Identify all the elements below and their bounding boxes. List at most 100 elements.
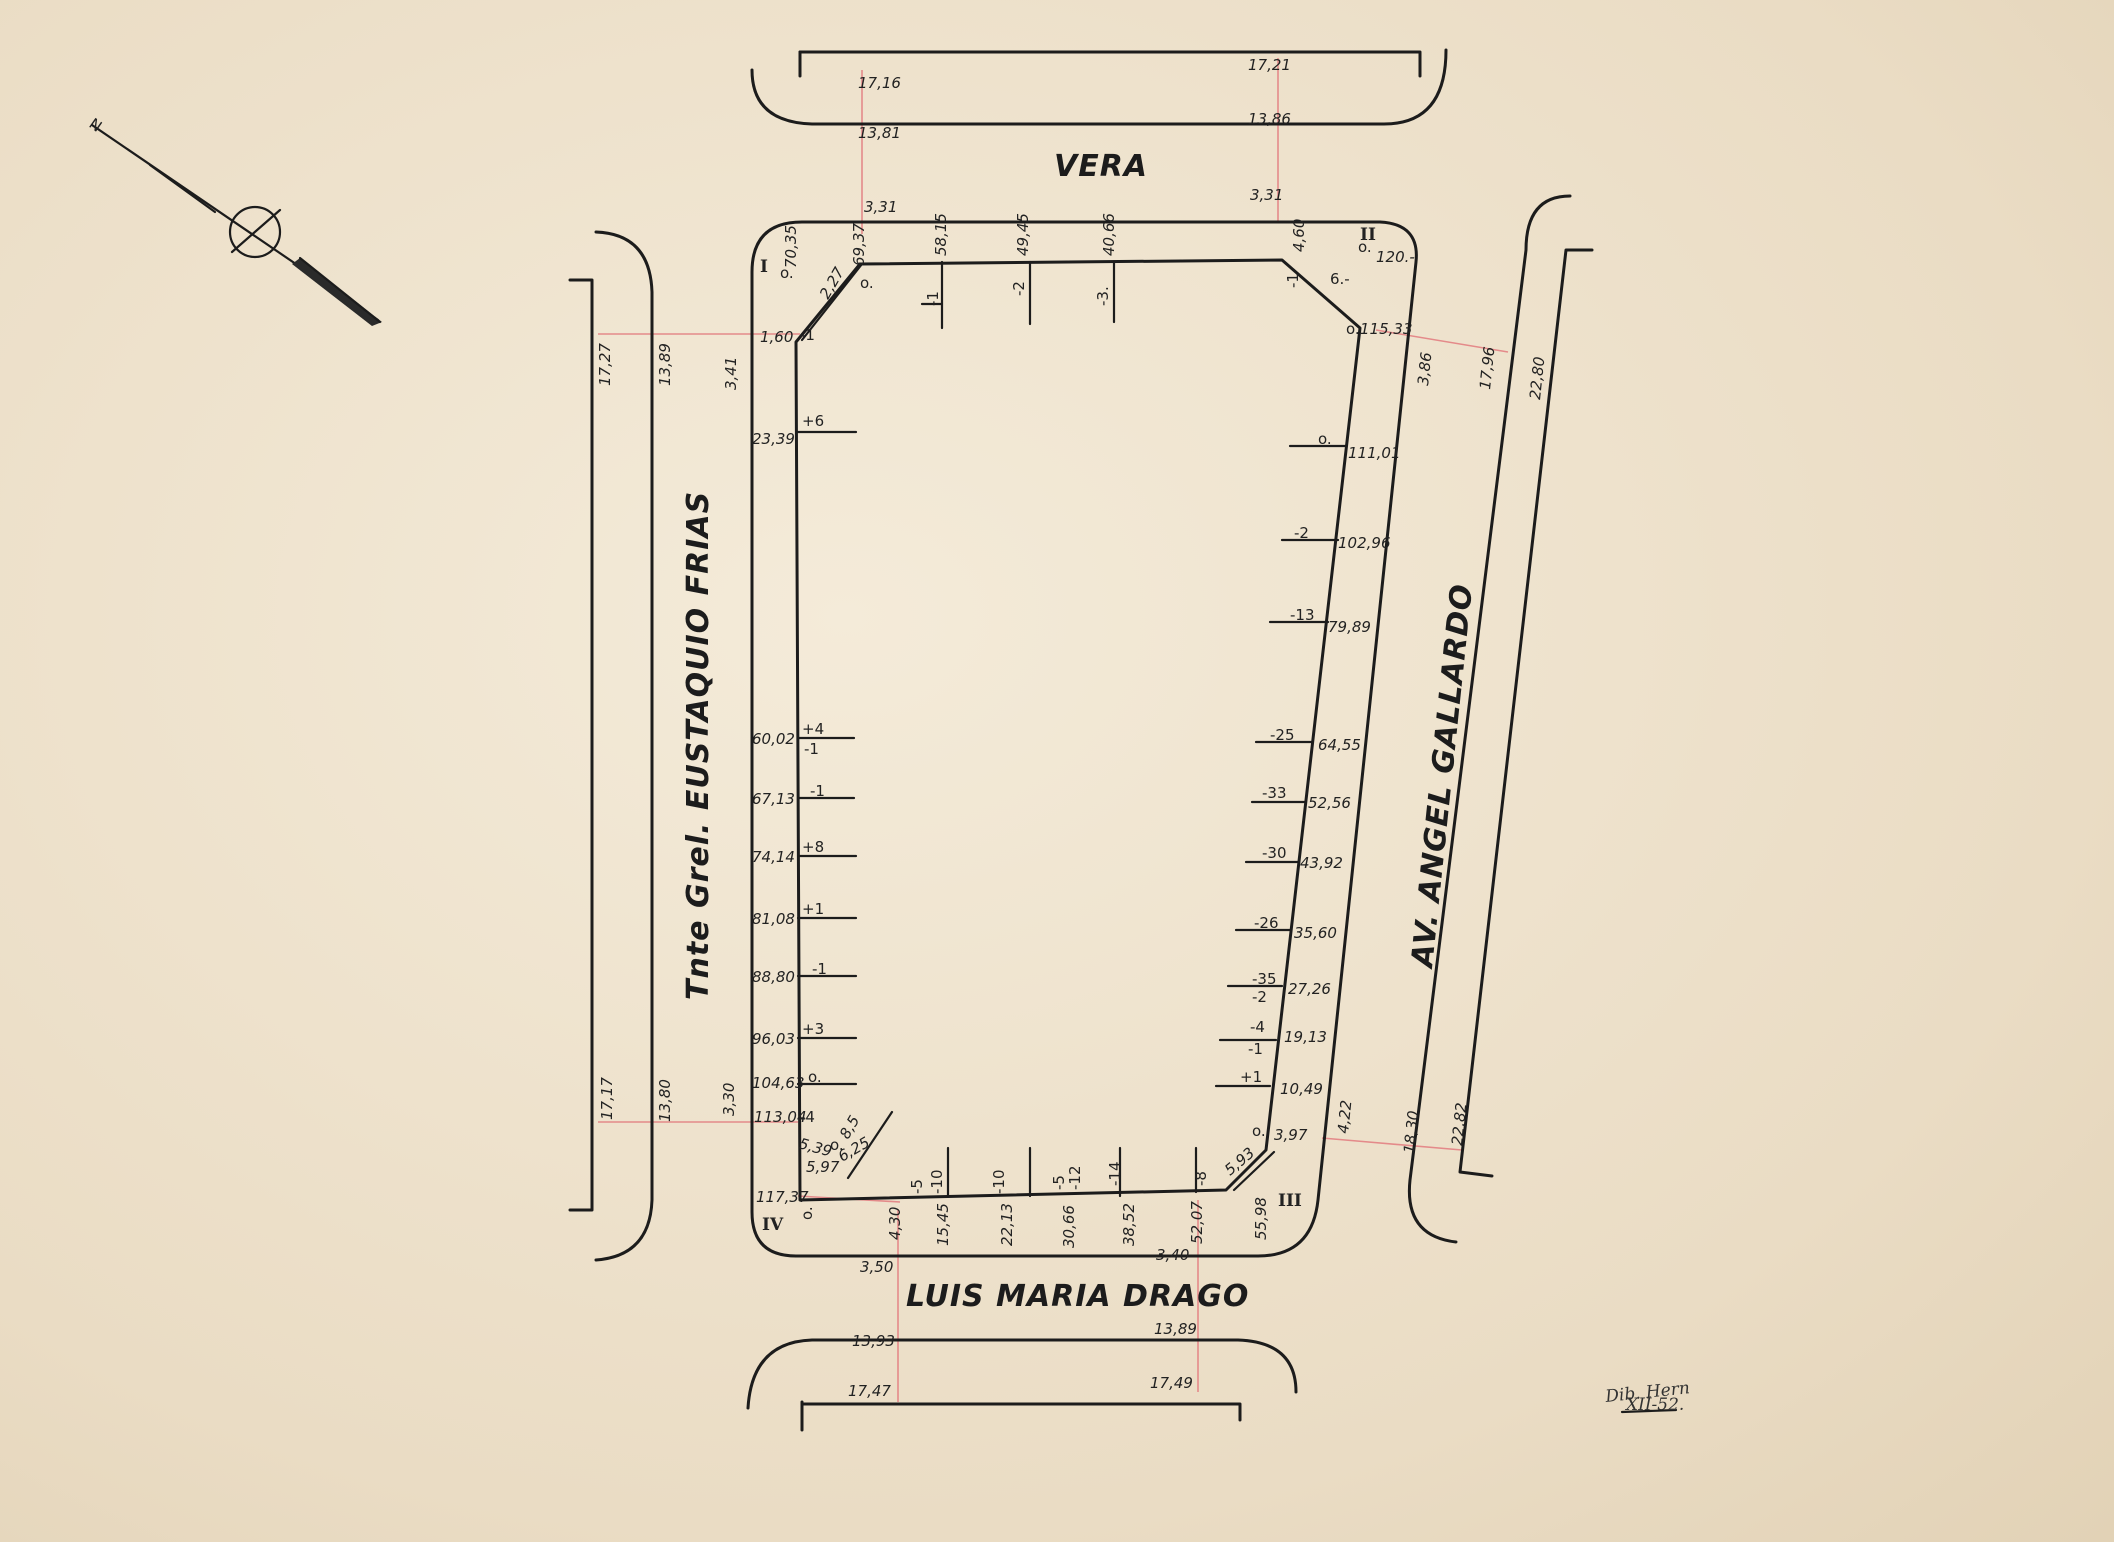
- right-p0: 115,33: [1360, 320, 1413, 338]
- street-curbs: [568, 48, 1594, 1432]
- right-level-ticks: [1214, 444, 1348, 1088]
- left-p0-lvl: -1: [800, 326, 815, 344]
- bottom-width-right: 3,40: [1156, 1246, 1189, 1264]
- right-p13: 3,97: [1274, 1126, 1308, 1144]
- bottom-p6: 52,07: [1188, 1201, 1206, 1244]
- left-p2: 60,02: [752, 730, 795, 748]
- right-p4-lvl: -25: [1270, 726, 1295, 744]
- right-p7: 35,60: [1294, 924, 1337, 942]
- bottom-p3: 30,66: [1060, 1205, 1078, 1248]
- left-chamfer-a: 5,39: [797, 1134, 834, 1160]
- left-outer-bottom: 17,17: [598, 1077, 616, 1120]
- right-p3: 79,89: [1328, 618, 1371, 636]
- left-p7: 88,80: [752, 968, 795, 986]
- top-p2: 58,15: [932, 213, 950, 256]
- left-p6: 81,08: [752, 910, 795, 928]
- left-p1: 23,39: [752, 430, 795, 448]
- top-inner-left: 13,81: [858, 124, 901, 142]
- bottom-p7: 55,98: [1252, 1197, 1270, 1240]
- top-p5-lvl: -1: [1284, 273, 1302, 288]
- bottom-inner-left: 13,93: [852, 1332, 895, 1350]
- top-p4-lvl: -3.: [1094, 286, 1112, 306]
- top-corner-right-lvl: o.: [1358, 238, 1372, 256]
- right-outer-top: 22,80: [1526, 356, 1548, 401]
- north-arrow-icon: N: [86, 115, 382, 326]
- right-mid-bottom: 18,30: [1400, 1110, 1422, 1155]
- left-inner-bottom: 13,80: [656, 1079, 674, 1122]
- top-p1-lvl: o.: [860, 274, 874, 292]
- right-labels: 3,86 17,96 22,80 4,22 18,30 22,82 115,33…: [1221, 320, 1548, 1179]
- left-p7-lvl: -1: [812, 960, 827, 978]
- left-corner-bottom: 117,37: [756, 1188, 809, 1206]
- top-p0-lvl: o.: [780, 264, 794, 282]
- bottom-corner-lvl: o.: [798, 1206, 816, 1220]
- right-p13-lvl: o.: [1252, 1122, 1266, 1140]
- left-p3-lvl: -1: [804, 740, 819, 758]
- bottom-p6-lvl: -8: [1192, 1171, 1210, 1186]
- street-right: AV. ANGEL GALLARDO: [1405, 582, 1480, 971]
- bottom-p3-lvl: -5: [1050, 1175, 1068, 1190]
- top-width-right: 3,31: [1250, 186, 1283, 204]
- right-p6: 43,92: [1300, 854, 1343, 872]
- bottom-p4-lvl: -12: [1066, 1166, 1084, 1191]
- left-outer-top: 17,27: [596, 343, 614, 386]
- top-p4: 40,66: [1100, 213, 1118, 256]
- right-p10-lvl: -4: [1250, 1018, 1265, 1036]
- left-chamfer-d: 5,97: [806, 1158, 840, 1176]
- corner-iv: IV: [762, 1215, 784, 1235]
- bottom-p5-lvl: -14: [1106, 1162, 1124, 1187]
- top-outer-left: 17,16: [858, 74, 901, 92]
- right-inner-bottom: 4,22: [1334, 1099, 1355, 1134]
- right-inner-top: 3,86: [1414, 351, 1435, 386]
- top-corner-right-val: 120.-: [1376, 248, 1415, 266]
- right-mid-top: 17,96: [1476, 346, 1498, 391]
- top-inner-right: 13,86: [1248, 110, 1291, 128]
- left-p8-lvl: +3: [802, 1020, 824, 1038]
- right-p12: 10,49: [1280, 1080, 1323, 1098]
- block-outline: [750, 220, 1418, 1258]
- right-p3-lvl: -13: [1290, 606, 1315, 624]
- left-width-bottom: 3,30: [720, 1083, 738, 1116]
- bottom-outer-left: 17,47: [848, 1382, 891, 1400]
- corner-ii: II: [1360, 225, 1376, 245]
- signature: Dib. Hern XII-52.: [1603, 1378, 1690, 1415]
- left-p10-lvl: -4: [800, 1108, 815, 1126]
- bottom-width-left: 3,50: [860, 1258, 893, 1276]
- bottom-p0-lvl: -5: [908, 1179, 926, 1194]
- bottom-p1-lvl: -10: [928, 1170, 946, 1195]
- left-p10: 113,04: [754, 1108, 807, 1126]
- right-p9-lvl: -2: [1252, 988, 1267, 1006]
- bottom-p2: 22,13: [998, 1203, 1016, 1246]
- right-p8: 27,26: [1288, 980, 1331, 998]
- left-p5-lvl: +8: [802, 838, 824, 856]
- bottom-labels: 3,50 3,40 13,93 13,89 17,47 17,49 4,30 -…: [798, 1162, 1270, 1401]
- top-p3-lvl: -2: [1010, 281, 1028, 296]
- right-p2: 102,96: [1338, 534, 1391, 552]
- left-labels: 17,27 13,89 3,41 17,17 13,80 3,30 1,60 -…: [596, 326, 873, 1206]
- street-bottom: LUIS MARIA DRAGO: [906, 1279, 1249, 1314]
- left-p5: 74,14: [752, 848, 795, 866]
- left-p8: 96,03: [752, 1030, 795, 1048]
- dimension-lines: [598, 58, 1509, 1402]
- bottom-outer-right: 17,49: [1150, 1374, 1193, 1392]
- top-p2-lvl: -1: [924, 291, 942, 306]
- left-p4-lvl: -1: [810, 782, 825, 800]
- bottom-inner-right: 13,89: [1154, 1320, 1197, 1338]
- left-p2-lvl: +4: [802, 720, 824, 738]
- top-level-ticks: [920, 260, 1116, 330]
- left-p9-lvl: o.: [808, 1068, 822, 1086]
- top-p0: 70,35: [782, 225, 800, 268]
- left-p9: 104,63: [752, 1074, 805, 1092]
- corner-iii: III: [1278, 1191, 1302, 1211]
- right-p5: 52,56: [1308, 794, 1351, 812]
- top-outer-right: 17,21: [1248, 56, 1291, 74]
- left-p0: 1,60: [760, 328, 793, 346]
- right-p10: 19,13: [1284, 1028, 1327, 1046]
- top-p5: 4,60: [1290, 219, 1308, 252]
- top-p3: 49,45: [1014, 213, 1032, 256]
- bottom-p5: 38,52: [1120, 1203, 1138, 1246]
- left-width-top: 3,41: [722, 357, 740, 390]
- right-p1-lvl: o.: [1318, 430, 1332, 448]
